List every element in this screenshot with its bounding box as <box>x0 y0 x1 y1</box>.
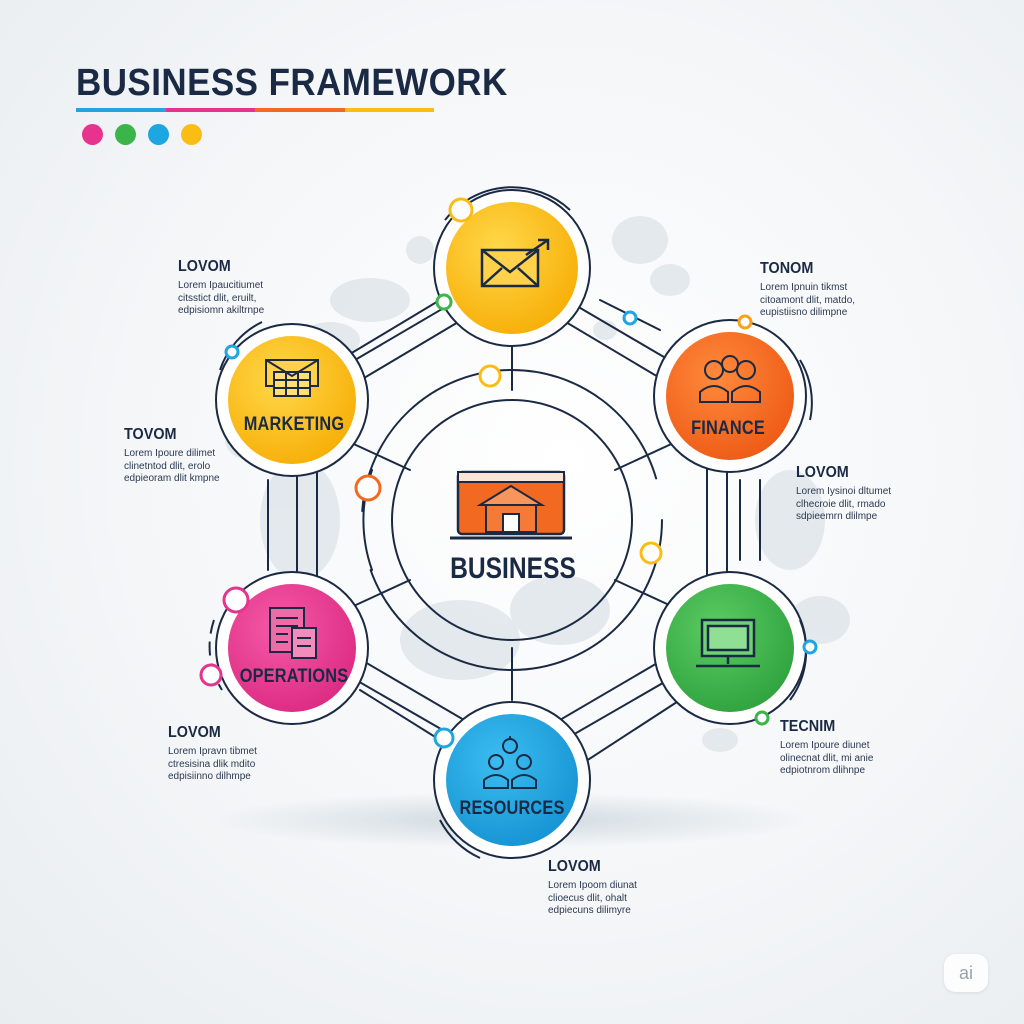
note-line: clioecus dlit, ohalt <box>548 892 627 904</box>
note-mid-right: LOVOM Lorem Iysinoi dltumet clhecroie dl… <box>796 464 946 524</box>
node-label-marketing: MARKETING <box>243 414 345 435</box>
note-line: eupistiisno dilimpne <box>760 307 848 318</box>
note-line: clinetntod dlit, erolo <box>124 460 211 472</box>
node-finance <box>653 319 813 473</box>
blue-dot <box>148 124 169 145</box>
note-line: Lorem Ipoom diunat <box>548 880 637 891</box>
note-line: edpieoram dlit kmpne <box>124 473 220 484</box>
note-line: edpiecuns dilimyre <box>548 905 631 916</box>
note-line: edpisiomn akiltrnpe <box>178 305 265 316</box>
note-line: Lorem Ipoure diunet <box>780 740 870 751</box>
note-title: TONOM <box>760 260 814 277</box>
team-network-icon <box>483 736 537 789</box>
note-top-right: TONOM Lorem Ipnuin tikmst citoamont dlit… <box>760 260 910 320</box>
team-people-icon <box>699 355 761 403</box>
yellow-dot <box>181 124 202 145</box>
note-mid-left: TOVOM Lorem Ipoure dilimet clinetntod dl… <box>124 426 274 486</box>
note-line: citoamont dlit, matdo, <box>760 294 856 306</box>
color-dots <box>82 124 202 145</box>
note-title: TOVOM <box>124 426 177 443</box>
node-label-resources: RESOURCES <box>459 798 565 819</box>
note-title: LOVOM <box>178 258 231 275</box>
title-underline <box>76 108 434 112</box>
note-bottom-right: TECNIM Lorem Ipoure diunet olinecnat dli… <box>780 718 930 778</box>
note-title: LOVOM <box>168 724 221 741</box>
node-label-finance: FINANCE <box>691 418 765 439</box>
note-line: Lorem Ipaucitiumet <box>178 280 264 291</box>
ai-badge: ai <box>944 954 988 992</box>
note-line: olinecnat dlit, mi anie <box>780 752 874 764</box>
center-label: BUSINESS <box>450 552 576 585</box>
pink-dot <box>82 124 103 145</box>
note-line: clhecroie dlit, rmado <box>796 498 886 510</box>
node-marketing <box>215 321 369 477</box>
note-title: LOVOM <box>548 858 601 875</box>
note-line: Lorem Ipnuin tikmst <box>760 282 848 293</box>
cash-register-icon <box>265 359 319 397</box>
note-title: TECNIM <box>780 718 836 735</box>
note-bottom: LOVOM Lorem Ipoom diunat clioecus dlit, … <box>548 858 698 918</box>
computer-monitor-icon <box>696 618 760 668</box>
note-bottom-left: LOVOM Lorem Ipravn tibmet ctresisina dli… <box>168 724 318 784</box>
green-dot <box>115 124 136 145</box>
note-line: citsstict dlit, eruilt, <box>178 292 257 304</box>
note-line: ctresisina dlik mdito <box>168 758 256 770</box>
note-line: Lorem Ipravn tibmet <box>168 746 257 757</box>
page-title: BUSINESS FRAMEWORK <box>76 62 508 104</box>
note-line: edpisiinno dilhmpe <box>168 771 251 782</box>
documents-icon <box>269 607 317 659</box>
accent-rings <box>199 197 818 749</box>
node-label-operations: OPERATIONS <box>239 666 349 687</box>
note-line: edpiotnrom dlihnpe <box>780 765 866 776</box>
note-line: sdpieemrn dlilmpe <box>796 511 878 522</box>
note-title: LOVOM <box>796 464 849 481</box>
storefront-laptop-icon <box>450 470 572 540</box>
note-top-left: LOVOM Lorem Ipaucitiumet citsstict dlit,… <box>178 258 328 318</box>
email-send-icon <box>480 238 550 288</box>
note-line: Lorem Ipoure dilimet <box>124 448 216 459</box>
note-line: Lorem Iysinoi dltumet <box>796 486 892 497</box>
